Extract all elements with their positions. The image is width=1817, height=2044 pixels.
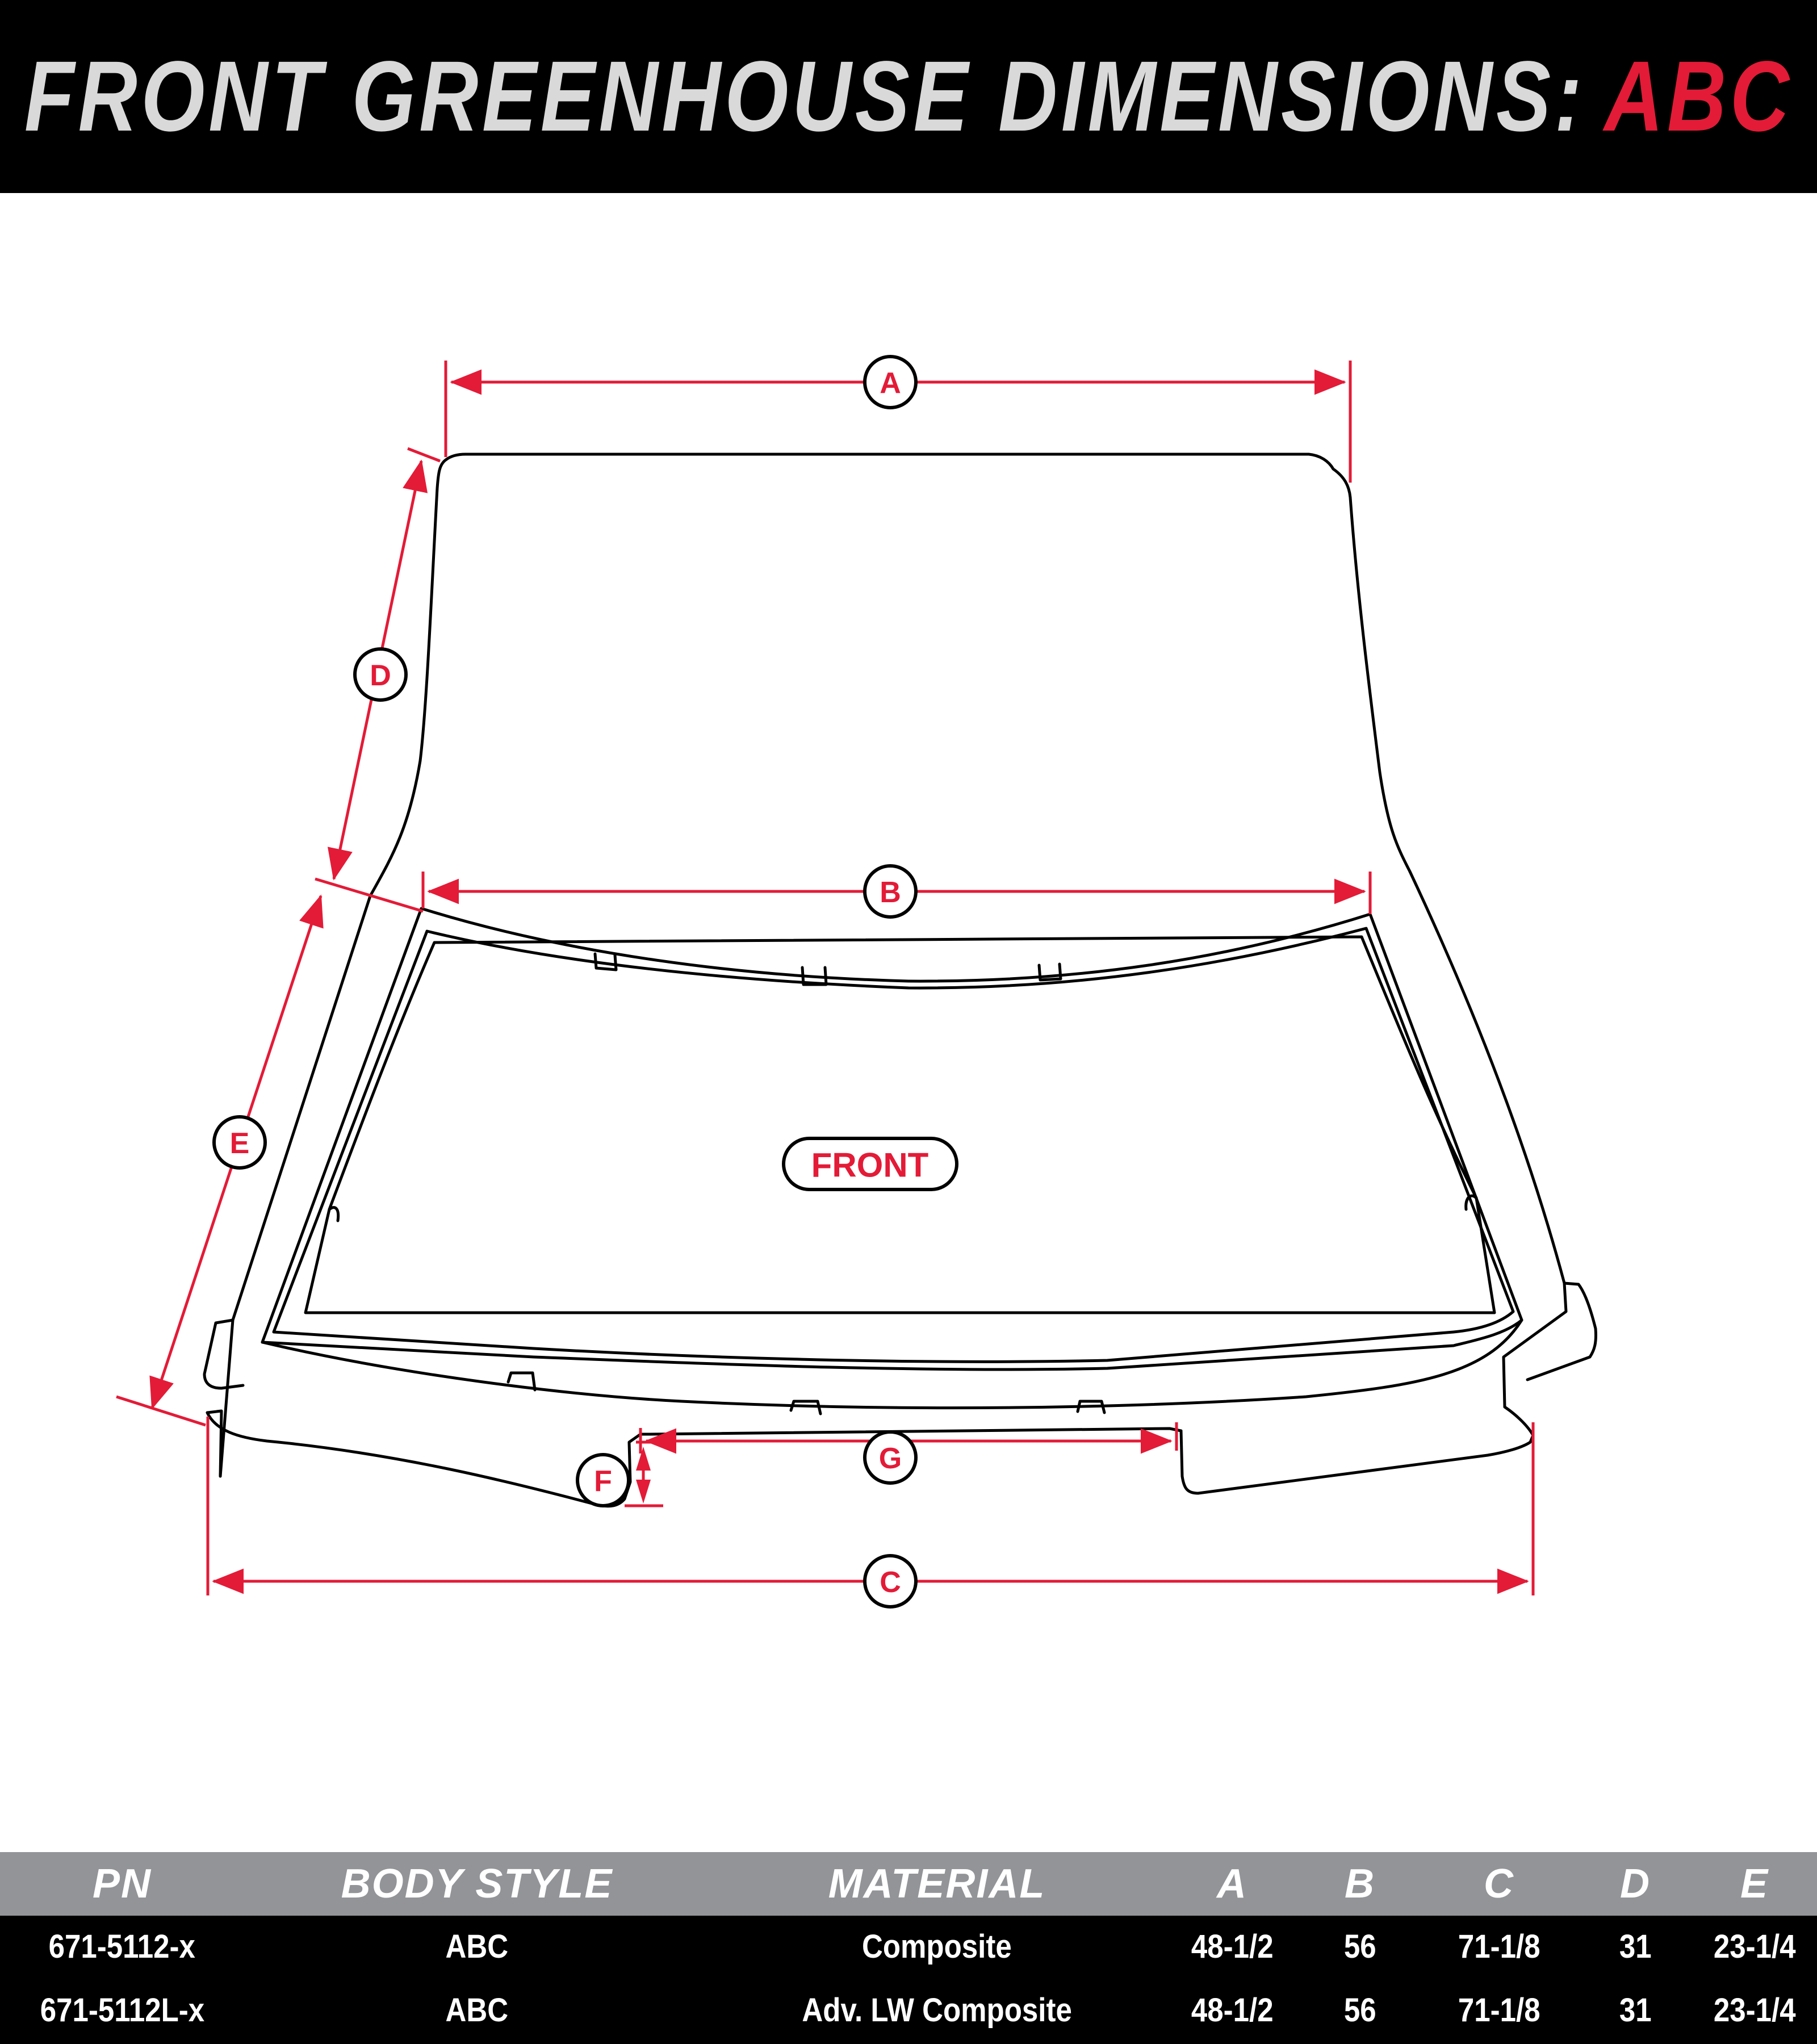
dim-f-arrow-down bbox=[636, 1480, 651, 1503]
dim-label-e-text: E bbox=[230, 1127, 250, 1160]
front-label: FRONT bbox=[782, 1137, 958, 1191]
dim-label-c: C bbox=[863, 1554, 918, 1609]
header-b: B bbox=[1345, 1861, 1375, 1907]
windshield-frame-inner bbox=[272, 927, 1515, 1363]
page-title: FRONT GREENHOUSE DIMENSIONS:ABC bbox=[24, 39, 1793, 154]
top-notch-2 bbox=[801, 966, 828, 986]
row2-d: 31 bbox=[1619, 1991, 1652, 2029]
top-notch-3 bbox=[1037, 962, 1062, 982]
row1-b: 56 bbox=[1343, 1928, 1376, 1965]
front-edge-left bbox=[206, 1411, 652, 1508]
row2-b: 56 bbox=[1343, 1991, 1376, 2029]
dim-labels: A B C D E F G bbox=[212, 355, 958, 1609]
front-edge-join bbox=[206, 1409, 223, 1478]
windshield-frame-outer bbox=[261, 907, 1523, 1371]
dim-label-f-text: F bbox=[594, 1465, 612, 1498]
diagram-svg: A B C D E F G bbox=[116, 355, 1597, 1609]
dim-label-a: A bbox=[863, 355, 918, 409]
right-cowl-edge bbox=[1179, 1405, 1535, 1495]
header-material: MATERIAL bbox=[828, 1861, 1046, 1907]
dim-label-b: B bbox=[863, 864, 918, 919]
header-d: D bbox=[1620, 1861, 1651, 1907]
title-main: FRONT GREENHOUSE DIMENSIONS: bbox=[24, 41, 1586, 152]
roof-panel bbox=[369, 453, 1412, 898]
row2-body-style: ABC bbox=[445, 1991, 509, 2029]
dim-label-g-text: G bbox=[879, 1442, 902, 1475]
inner-right-bump bbox=[1464, 1194, 1478, 1211]
part-outline bbox=[203, 453, 1597, 1508]
row2-material: Adv. LW Composite bbox=[802, 1991, 1072, 2029]
front-label-text: FRONT bbox=[811, 1146, 929, 1184]
row1-a: 48-1/2 bbox=[1191, 1928, 1274, 1965]
row1-c: 71-1/8 bbox=[1458, 1928, 1540, 1965]
dim-d-ext-bottom bbox=[315, 877, 424, 913]
dim-label-a-text: A bbox=[880, 367, 901, 400]
row2-e: 23-1/4 bbox=[1713, 1991, 1796, 2029]
dim-f-arrow-up bbox=[636, 1447, 651, 1471]
right-pillar-outer bbox=[1408, 870, 1566, 1285]
dim-label-e: E bbox=[212, 1115, 267, 1170]
left-pillar-outer bbox=[219, 894, 372, 1478]
dim-label-g: G bbox=[863, 1430, 918, 1485]
bottom-notch-2 bbox=[789, 1400, 822, 1415]
dim-label-d-text: D bbox=[370, 659, 391, 692]
row1-material: Composite bbox=[862, 1928, 1012, 1965]
spec-table: PN BODY STYLE MATERIAL A B C D E 671-511… bbox=[0, 1852, 1817, 2044]
spec-table-header: PN BODY STYLE MATERIAL A B C D E bbox=[0, 1852, 1817, 1916]
title-accent: ABC bbox=[1604, 41, 1793, 152]
bottom-notch-3 bbox=[1076, 1400, 1106, 1414]
dim-e-ext-bottom bbox=[116, 1395, 206, 1427]
dim-d-ext-top bbox=[407, 447, 441, 463]
header-e: E bbox=[1740, 1861, 1769, 1907]
title-bar: FRONT GREENHOUSE DIMENSIONS:ABC bbox=[0, 0, 1817, 193]
dim-label-d: D bbox=[353, 647, 408, 702]
dim-f-arrows bbox=[636, 1447, 651, 1503]
row1-e: 23-1/4 bbox=[1713, 1928, 1796, 1965]
spec-table-body: 671-5112-x ABC Composite 48-1/2 56 71-1/… bbox=[0, 1916, 1817, 2044]
row1-pn: 671-5112-x bbox=[48, 1928, 196, 1965]
inner-left-bump bbox=[328, 1206, 340, 1222]
glass-opening bbox=[304, 935, 1496, 1314]
top-notch-1 bbox=[593, 952, 618, 971]
header-body-style: BODY STYLE bbox=[341, 1861, 613, 1907]
row2-c: 71-1/8 bbox=[1458, 1991, 1540, 2029]
header-c: C bbox=[1484, 1861, 1514, 1907]
row2-a: 48-1/2 bbox=[1191, 1991, 1274, 2029]
windshield-lip bbox=[261, 1318, 1523, 1410]
greenhouse-diagram: A B C D E F G bbox=[0, 193, 1817, 1851]
front-edge-base bbox=[648, 1427, 1183, 1436]
left-tab bbox=[203, 1318, 245, 1390]
row2-pn: 671-5112L-x bbox=[40, 1991, 204, 2029]
dim-label-b-text: B bbox=[880, 876, 901, 909]
header-pn: PN bbox=[92, 1861, 152, 1907]
row1-d: 31 bbox=[1619, 1928, 1652, 1965]
bottom-notch-1 bbox=[506, 1371, 537, 1392]
dim-label-c-text: C bbox=[880, 1566, 901, 1599]
dim-label-f: F bbox=[576, 1453, 630, 1507]
header-a: A bbox=[1217, 1861, 1247, 1907]
right-cowl bbox=[1502, 1281, 1597, 1409]
row1-body-style: ABC bbox=[445, 1928, 509, 1965]
